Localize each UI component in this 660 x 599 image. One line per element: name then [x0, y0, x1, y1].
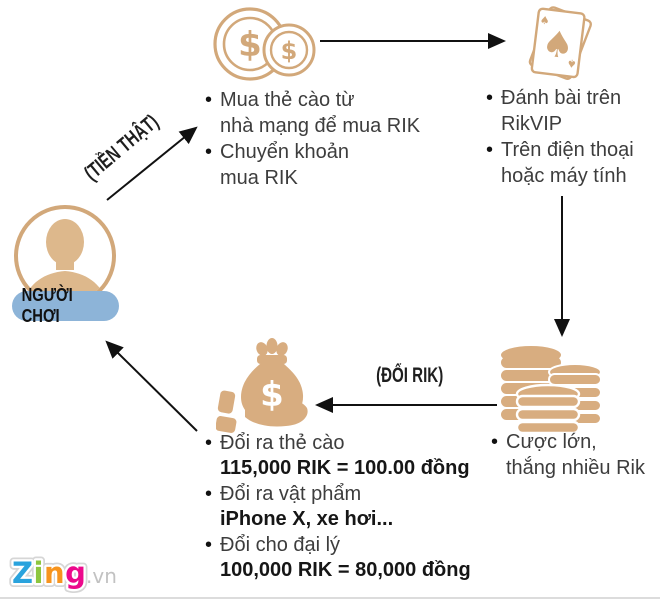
zing-logo-halo: Zing	[12, 556, 86, 590]
list-line: Đánh bài trên	[486, 85, 634, 111]
spade-glyph-small: ♠	[539, 14, 550, 28]
avatar-head	[46, 219, 84, 265]
real-money-label: (TIỀN THẬT)	[62, 95, 182, 201]
zing-logo: Zing Zing Zing .vn	[8, 550, 148, 599]
logo-vn-suffix: .vn	[86, 564, 117, 588]
list-line: mua RIK	[220, 167, 298, 189]
list-line: Cược lớn,	[491, 429, 645, 455]
playing-cards-icon: ♠ ♠ ♠	[514, 4, 606, 93]
list-line: thắng nhiều Rik	[506, 457, 645, 479]
spade-glyph: ♠	[539, 23, 576, 68]
list-line: iPhone X, xe hơi...	[220, 508, 394, 531]
list-line: Mua thẻ cào từ	[205, 87, 420, 113]
list-line: Đổi ra vật phẩm	[205, 482, 471, 508]
sleeve-cuff	[215, 416, 237, 433]
zing-logo-letters: Zing	[12, 556, 86, 590]
coin-stack-icon	[497, 342, 605, 439]
list-line: 100,000 RIK = 80,000 đồng	[220, 559, 471, 582]
dollar-glyph: $	[238, 25, 262, 65]
moneybag-hand-icon: $	[215, 336, 316, 441]
list-line: 115,000 RIK = 100.00 đồng	[220, 457, 470, 480]
page-bottom-divider	[0, 597, 660, 599]
coins-icon: $ $	[210, 4, 316, 93]
list-line: Đổi ra thẻ cào	[205, 431, 471, 457]
step-buy-list: Mua thẻ cào từ nhà mạng để mua RIK Chuyể…	[205, 87, 420, 191]
zing-logo-outline: Zing	[12, 556, 86, 590]
real-money-label-text: (TIỀN THẬT)	[80, 110, 164, 186]
list-line: nhà mạng để mua RIK	[220, 115, 421, 137]
list-line: Trên điện thoại	[486, 137, 634, 163]
player-label-text: NGƯỜI CHƠI	[21, 285, 73, 326]
step-win-list: Cược lớn, thắng nhiều Rik	[491, 429, 645, 481]
step-play-list: Đánh bài trên RikVIP Trên điện thoại hoặ…	[486, 85, 634, 189]
hand-palm	[245, 397, 308, 427]
exchange-rik-label-text: (ĐỔI RIK)	[376, 364, 444, 387]
player-label: NGƯỜI CHƠI	[12, 285, 119, 326]
step-redeem-list: Đổi ra thẻ cào 115,000 RIK = 100.00 đồng…	[205, 431, 471, 583]
dollar-glyph: $	[281, 37, 298, 65]
spade-glyph-small: ♠	[566, 56, 577, 70]
sleeve-cuff	[217, 390, 236, 414]
exchange-rik-label: (ĐỔI RIK)	[350, 364, 470, 388]
list-line: RikVIP	[501, 113, 563, 135]
arrow-redeem-to-player	[105, 340, 198, 432]
list-line: hoặc máy tính	[501, 165, 627, 187]
dollar-glyph: $	[260, 375, 284, 415]
list-line: Chuyển khoản	[205, 139, 420, 165]
list-line: Đổi cho đại lý	[205, 533, 471, 559]
